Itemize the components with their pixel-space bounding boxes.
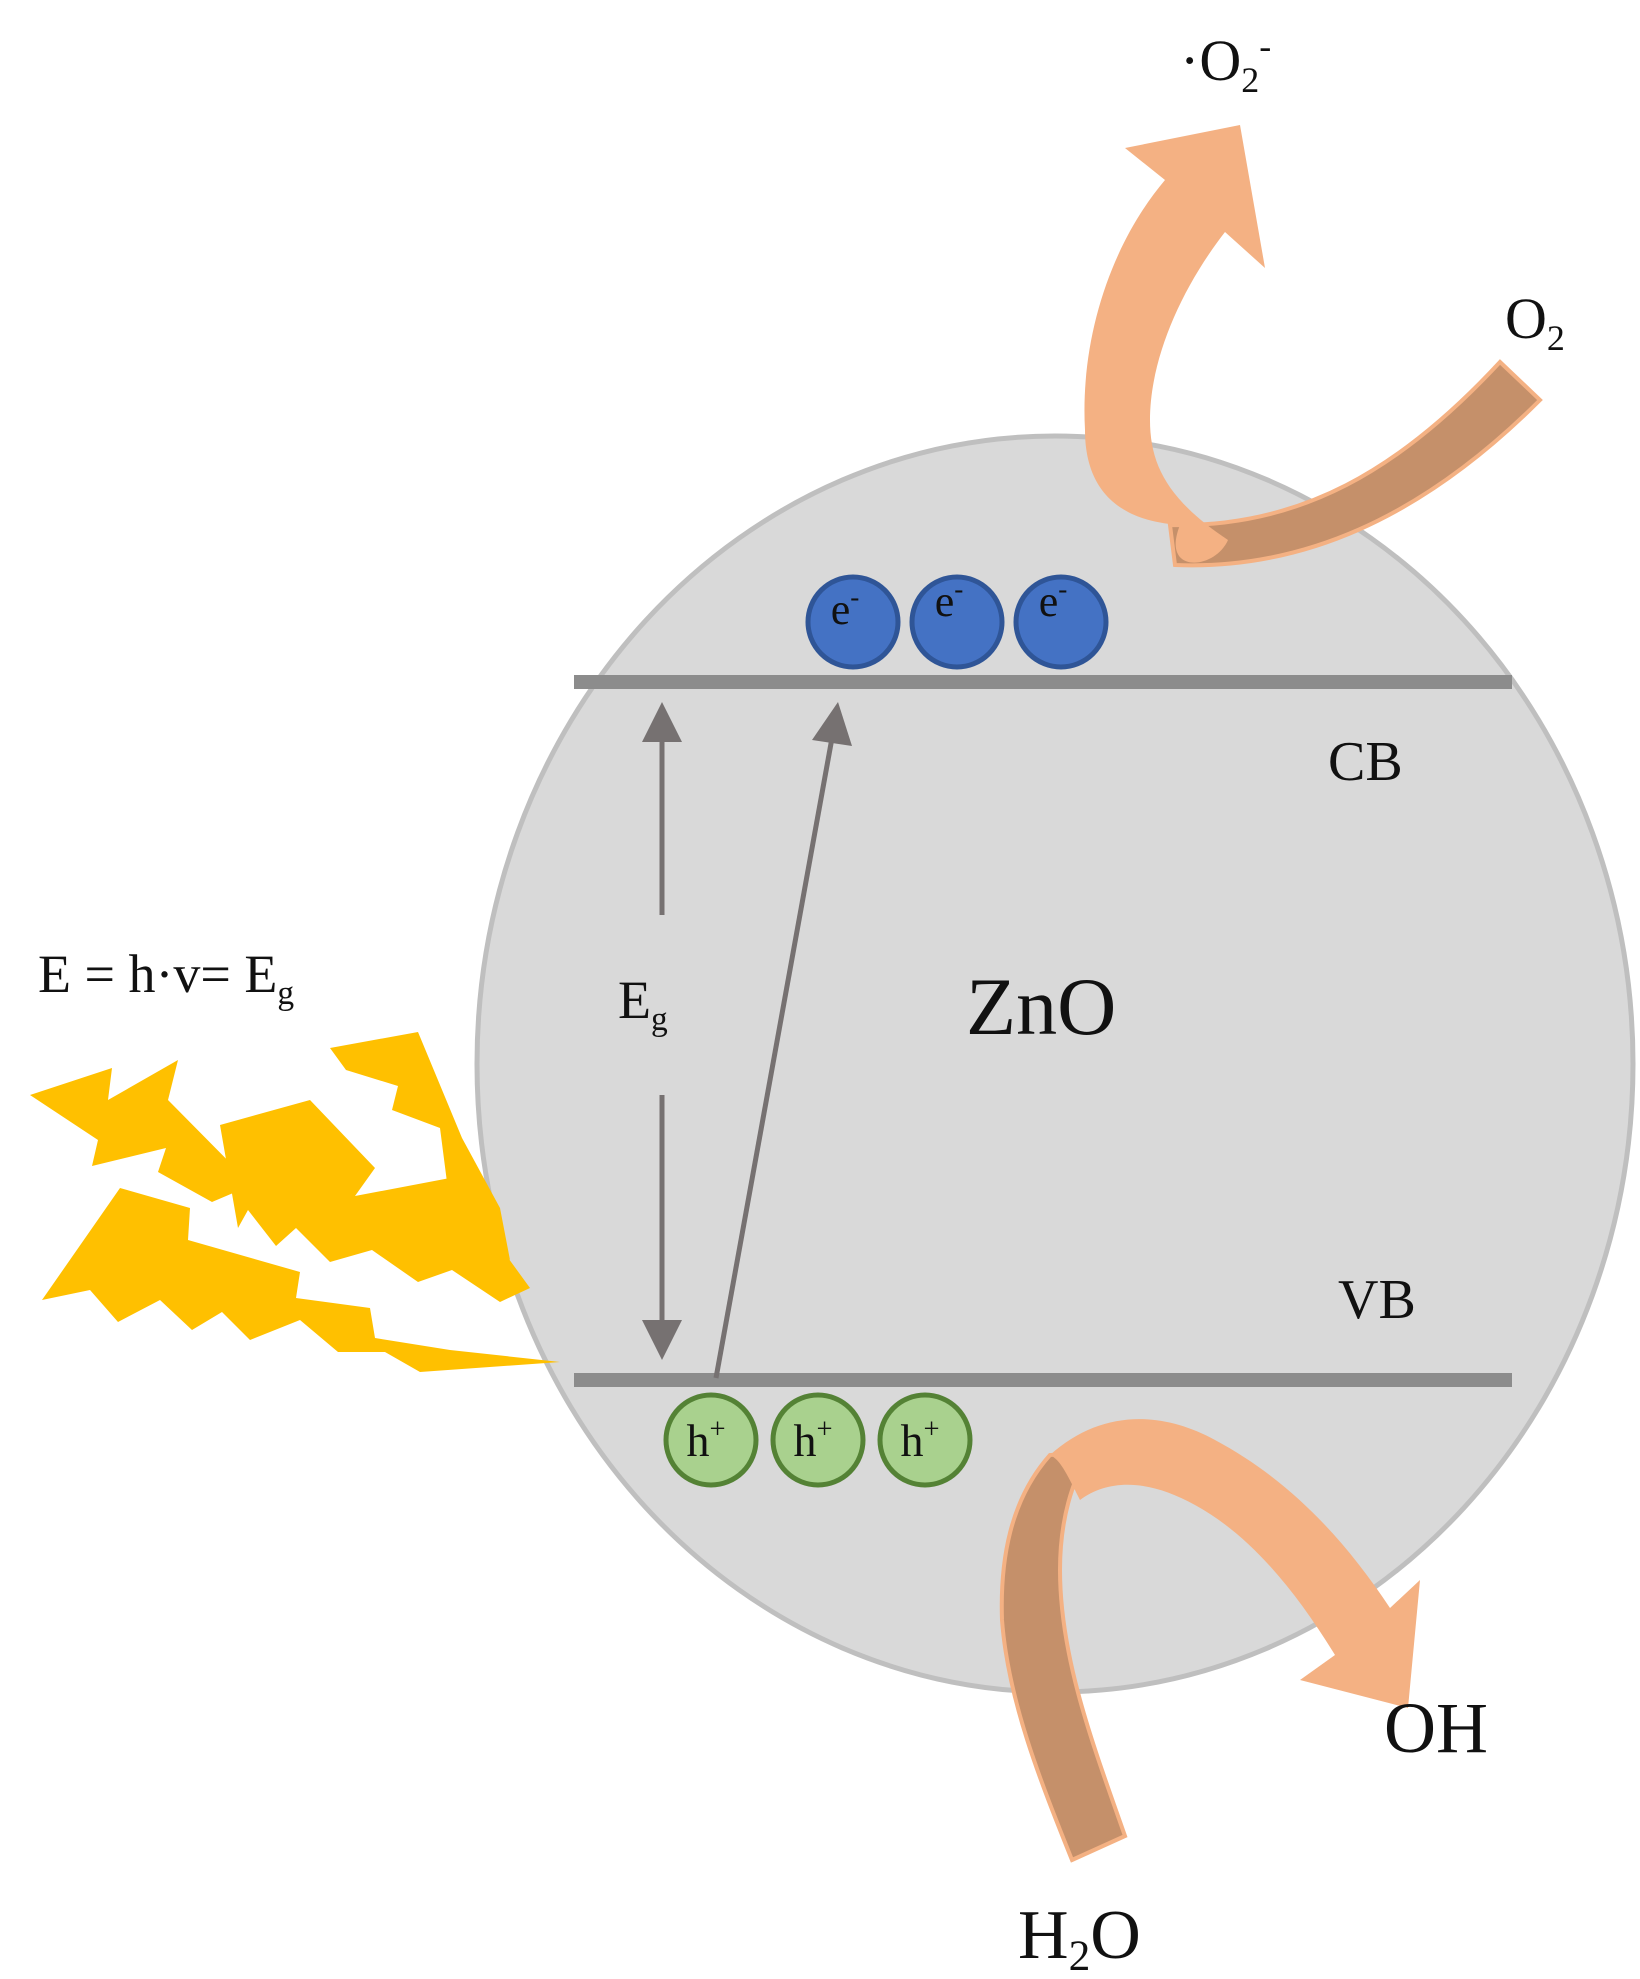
hydroxyl-label: OH [1384,1688,1488,1768]
hole-circle-3 [877,1392,973,1488]
hole-circle-2 [770,1392,866,1488]
reduction-arrow [1084,125,1543,568]
electron-group: e- e- e- [805,574,1109,670]
electron-circle-3 [1013,574,1109,670]
hole-label: h+ [686,1414,725,1466]
superoxide-label: ·O2- [1180,26,1271,100]
lightning-bolt-middle [220,1100,530,1302]
hole-circle-1 [663,1392,759,1488]
band-gap-arrow [642,702,682,1360]
electron-circle-2 [909,574,1005,670]
electron-label: e- [831,582,860,634]
oxidation-arrow [999,1419,1420,1863]
electron-circle-1 [805,574,901,670]
valence-band-label: VB [1338,1269,1416,1331]
band-gap-label: Eg [618,970,668,1038]
water-label: H2O [1018,1897,1141,1979]
electron-label: e- [935,574,964,626]
hole-label: h+ [793,1414,832,1466]
lightning-bolt-lower [42,1188,560,1372]
reduction-ribbon-light [1084,125,1265,563]
excitation-arrow [713,702,852,1379]
photon-energy-label: E = h·v= Eg [38,944,294,1012]
hole-group: h+ h+ h+ [663,1392,973,1488]
particle-label: ZnO [966,961,1116,1052]
oxidation-ribbon-light [1050,1419,1420,1708]
lightning-bolt-upper [30,1060,252,1202]
conduction-band-label: CB [1328,731,1403,793]
lightning-bolt-top [330,1032,510,1260]
hole-label: h+ [900,1414,939,1466]
oxygen-label: O2 [1505,286,1565,358]
lightning-icon [30,1032,560,1372]
electron-label: e- [1039,574,1068,626]
